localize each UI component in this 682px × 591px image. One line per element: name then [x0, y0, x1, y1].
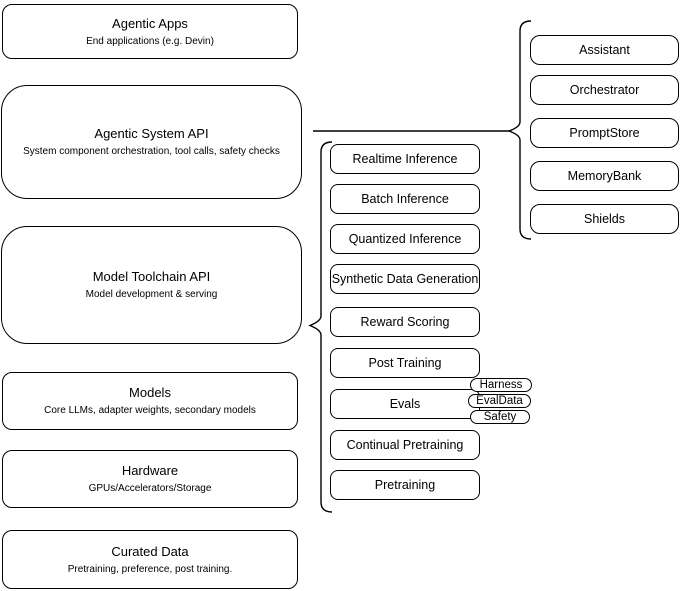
- toolchain-item-post-training: Post Training: [330, 348, 480, 378]
- toolchain-bracket: [308, 141, 333, 513]
- layer-title: Agentic Apps: [112, 15, 188, 31]
- layer-box-curated-data: Curated Data Pretraining, preference, po…: [2, 530, 298, 589]
- layer-box-models: Models Core LLMs, adapter weights, secon…: [2, 372, 298, 430]
- toolchain-item-synthetic-data-generation: Synthetic Data Generation: [330, 264, 480, 294]
- toolchain-item-continual-pretraining: Continual Pretraining: [330, 430, 480, 460]
- layer-box-agentic-system-api: Agentic System API System component orch…: [1, 85, 302, 199]
- component-item-promptstore: PromptStore: [530, 118, 679, 148]
- layer-subtitle: End applications (e.g. Devin): [86, 35, 214, 47]
- component-item-memorybank: MemoryBank: [530, 161, 679, 191]
- toolchain-item-evals: Evals: [330, 389, 480, 419]
- toolchain-item-quantized-inference: Quantized Inference: [330, 224, 480, 254]
- toolchain-item-batch-inference: Batch Inference: [330, 184, 480, 214]
- evals-tag-harness: Harness: [470, 378, 532, 392]
- toolchain-item-pretraining: Pretraining: [330, 470, 480, 500]
- component-item-shields: Shields: [530, 204, 679, 234]
- layer-subtitle: Core LLMs, adapter weights, secondary mo…: [44, 405, 256, 416]
- layer-title: Curated Data: [111, 543, 189, 559]
- evals-tag-evaldata: EvalData: [468, 394, 531, 408]
- layer-title: Agentic System API: [94, 126, 209, 141]
- layer-box-model-toolchain-api: Model Toolchain API Model development & …: [1, 226, 302, 344]
- layer-title: Hardware: [121, 463, 179, 478]
- toolchain-item-reward-scoring: Reward Scoring: [330, 307, 480, 337]
- layer-title: Model Toolchain API: [92, 269, 211, 284]
- layer-title: Models: [129, 385, 171, 400]
- layer-box-hardware: Hardware GPUs/Accelerators/Storage: [2, 450, 298, 508]
- component-item-orchestrator: Orchestrator: [530, 75, 679, 105]
- layer-box-agentic-apps: Agentic Apps End applications (e.g. Devi…: [2, 4, 298, 59]
- evals-tag-safety: Safety: [470, 410, 530, 424]
- components-bracket: [506, 20, 532, 240]
- toolchain-item-realtime-inference: Realtime Inference: [330, 144, 480, 174]
- layer-subtitle: System component orchestration, tool cal…: [23, 146, 280, 157]
- layer-subtitle: GPUs/Accelerators/Storage: [88, 483, 212, 494]
- layer-subtitle: Pretraining, preference, post training.: [67, 563, 233, 575]
- component-item-assistant: Assistant: [530, 35, 679, 65]
- layer-subtitle: Model development & serving: [85, 289, 218, 300]
